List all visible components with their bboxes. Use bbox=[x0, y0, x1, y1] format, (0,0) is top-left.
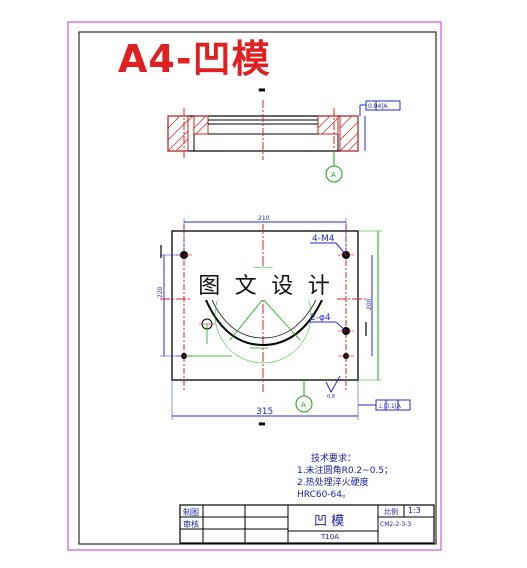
perpendicularity-value: ⊥|0.1|A bbox=[378, 403, 402, 410]
watermark-char: 计 bbox=[307, 274, 330, 299]
tech-requirements-heading: 技术要求： bbox=[311, 454, 357, 464]
dim-left-vertical: 220 bbox=[157, 286, 164, 298]
section-mark-label: A bbox=[331, 171, 336, 179]
cavity-profile bbox=[205, 299, 323, 347]
dim-right-vertical: 200 bbox=[366, 298, 373, 310]
datum-label: A bbox=[301, 401, 306, 409]
roughness-symbol bbox=[325, 375, 341, 394]
label-review: 审核 bbox=[183, 520, 199, 529]
hatch-right bbox=[339, 115, 359, 152]
watermark-char: 文 bbox=[234, 274, 257, 299]
hole-callout-phi4: 2-φ4 bbox=[310, 313, 331, 323]
dim-bottom-width: 315 bbox=[256, 407, 273, 417]
watermark: 图 文 设 计 bbox=[191, 268, 337, 300]
scale-value: 1:3 bbox=[408, 506, 421, 515]
section-view: ▬ bbox=[167, 85, 401, 183]
hatch-left-inner bbox=[193, 115, 209, 135]
flatness-value: 0.04|A bbox=[368, 103, 388, 110]
tech-requirement-item: HRC60-64。 bbox=[297, 490, 352, 500]
plan-view: ▬ bbox=[160, 218, 411, 428]
watermark-char: 图 bbox=[198, 274, 221, 299]
label-drawn: 制图 bbox=[183, 508, 199, 517]
drawing-title: A4-凹模 bbox=[118, 37, 271, 81]
inner-border bbox=[78, 31, 437, 545]
material: T10A bbox=[321, 533, 339, 541]
title-block-frame bbox=[179, 504, 435, 544]
die-plate-outline bbox=[171, 230, 359, 381]
svg-text:▬: ▬ bbox=[258, 85, 266, 94]
drawing-number: CM2-2-3-3 bbox=[380, 521, 412, 528]
hatch-right-inner bbox=[317, 115, 339, 135]
hatch-left bbox=[167, 115, 189, 152]
roughness-value: 0.8 bbox=[327, 394, 335, 400]
dim-top-width: 210 bbox=[258, 215, 270, 222]
section-mark-circle bbox=[325, 165, 343, 183]
label-scale: 比例 bbox=[384, 508, 398, 516]
outer-border bbox=[67, 21, 442, 551]
tech-requirement-item: 1.未注圆角R0.2~0.5； bbox=[297, 466, 394, 476]
watermark-char: 设 bbox=[271, 274, 294, 299]
part-name: 凹 模 bbox=[314, 514, 345, 529]
tech-requirements: 技术要求： 1.未注圆角R0.2~0.5； 2.热处理淬火硬度 HRC60-64… bbox=[297, 453, 393, 501]
tech-requirement-item: 2.热处理淬火硬度 bbox=[297, 478, 369, 488]
hole-callout-m4: 4-M4 bbox=[312, 234, 335, 244]
datum-circle bbox=[295, 395, 313, 413]
svg-text:▬: ▬ bbox=[258, 419, 266, 428]
